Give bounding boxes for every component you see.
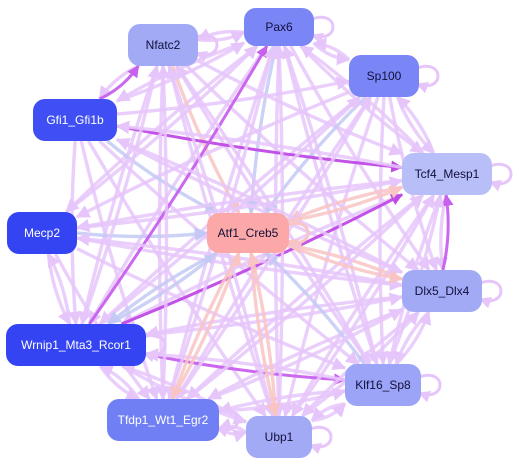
edge-nfatc2-to-dlx5 [185,64,420,272]
edge-tcf4-to-tfdp1 [186,193,424,401]
edge-wrnip1-to-mecp2 [46,252,72,325]
node-label: Pax6 [265,20,293,34]
node-box [402,153,492,195]
node-box [345,364,421,406]
node-label: Gfi1_Gfi1b [46,113,104,127]
self-loop-tcf4 [488,162,513,192]
node-label: Wrnip1_Mta3_Rcor1 [21,338,131,352]
edge-sp100-to-ubp1 [281,96,380,418]
node-label: Dlx5_Dlx4 [415,284,470,298]
edge-wrnip1-to-nfatc2 [80,64,161,325]
edge-nfatc2-to-pax6 [197,30,246,44]
edge-atf1-to-dlx5 [288,243,404,284]
self-loop-tfdp1 [215,408,240,438]
edge-nfatc2-to-wrnip1 [78,65,159,326]
self-loop-pax6 [310,15,335,45]
node-label: Tfdp1_Wt1_Egr2 [118,413,209,427]
edge-klf16-to-atf1 [264,251,366,366]
self-loop-sp100 [415,64,440,94]
node-ubp1[interactable]: Ubp1 [246,416,312,458]
node-layer: Pax6Nfatc2Sp100Gfi1_Gfi1bTcf4_Mesp1Mecp2… [6,8,492,458]
self-loop-nfatc2 [194,33,219,63]
edge-atf1-to-tcf4 [288,185,404,223]
edge-klf16-to-pax6 [281,44,379,365]
node-box [244,8,314,46]
edge-mecp2-to-atf1 [76,227,209,242]
edge-tfdp1-to-tcf4 [186,193,424,401]
edge-dlx5-to-tfdp1 [207,307,403,401]
edge-nfatc2-to-tcf4 [197,59,404,156]
node-label: Ubp1 [265,430,294,444]
self-loop-dlx5 [478,279,503,309]
edge-sp100-to-mecp2 [75,90,350,219]
edge-atf1-to-ubp1 [249,252,280,418]
edge-layer [46,28,454,443]
node-tfdp1[interactable]: Tfdp1_Wt1_Egr2 [107,399,219,441]
edge-sp100-to-pax6 [312,37,351,61]
node-label: Tcf4_Mesp1 [415,167,480,181]
node-label: Nfatc2 [146,38,181,52]
edge-ubp1-to-wrnip1 [121,363,247,424]
node-box [107,399,219,441]
edge-tfdp1-to-dlx5 [207,308,404,401]
edge-ubp1-to-atf1 [247,251,278,417]
edge-dlx5-to-gfi1 [115,137,403,274]
node-sp100[interactable]: Sp100 [349,55,419,97]
edge-pax6-to-sp100 [312,42,351,66]
edge-tcf4-to-sp100 [396,95,436,154]
node-tcf4[interactable]: Tcf4_Mesp1 [402,153,492,195]
node-mecp2[interactable]: Mecp2 [7,212,77,254]
self-loop-ubp1 [308,425,333,455]
node-box [207,213,289,253]
self-loop-layer [142,15,513,455]
node-box [7,212,77,254]
node-box [246,416,312,458]
node-box [349,55,419,97]
node-label: Sp100 [367,69,402,83]
edge-gfi1-to-tfdp1 [79,140,160,401]
edge-wrnip1-to-pax6 [88,44,269,325]
edge-tcf4-to-gfi1 [115,120,403,170]
edge-ubp1-to-tcf4 [291,193,436,417]
edge-atf1-to-tfdp1 [170,252,241,401]
edge-klf16-to-dlx5 [394,310,432,366]
node-nfatc2[interactable]: Nfatc2 [128,24,198,66]
edge-gfi1-to-nfatc2 [98,65,140,101]
self-loop-klf16 [417,373,442,403]
edge-gfi1-to-tcf4 [116,124,404,173]
node-gfi1[interactable]: Gfi1_Gfi1b [33,99,117,141]
node-box [6,324,146,366]
node-klf16[interactable]: Klf16_Sp8 [345,364,421,406]
edge-ubp1-to-klf16 [311,402,347,423]
node-label: Atf1_Creb5 [218,226,279,240]
edge-tfdp1-to-nfatc2 [156,64,171,400]
node-pax6[interactable]: Pax6 [244,8,314,46]
edge-atf1-to-wrnip1 [107,251,219,326]
node-box [128,24,198,66]
edge-tfdp1-to-wrnip1 [99,364,141,400]
self-loop-atf1 [285,221,310,251]
edge-tcf4-to-mecp2 [75,178,403,233]
node-box [402,270,482,312]
node-dlx5[interactable]: Dlx5_Dlx4 [402,270,482,312]
node-wrnip1[interactable]: Wrnip1_Mta3_Rcor1 [6,324,146,366]
node-box [33,99,117,141]
node-label: Klf16_Sp8 [355,378,411,392]
edge-gfi1-to-dlx5 [116,138,404,275]
edge-mecp2-to-wrnip1 [46,253,72,326]
edge-dlx5-to-tcf4 [441,193,454,271]
edge-pax6-to-wrnip1 [87,45,269,326]
node-label: Mecp2 [24,226,60,240]
node-atf1[interactable]: Atf1_Creb5 [207,213,289,253]
self-loop-wrnip1 [142,333,167,363]
